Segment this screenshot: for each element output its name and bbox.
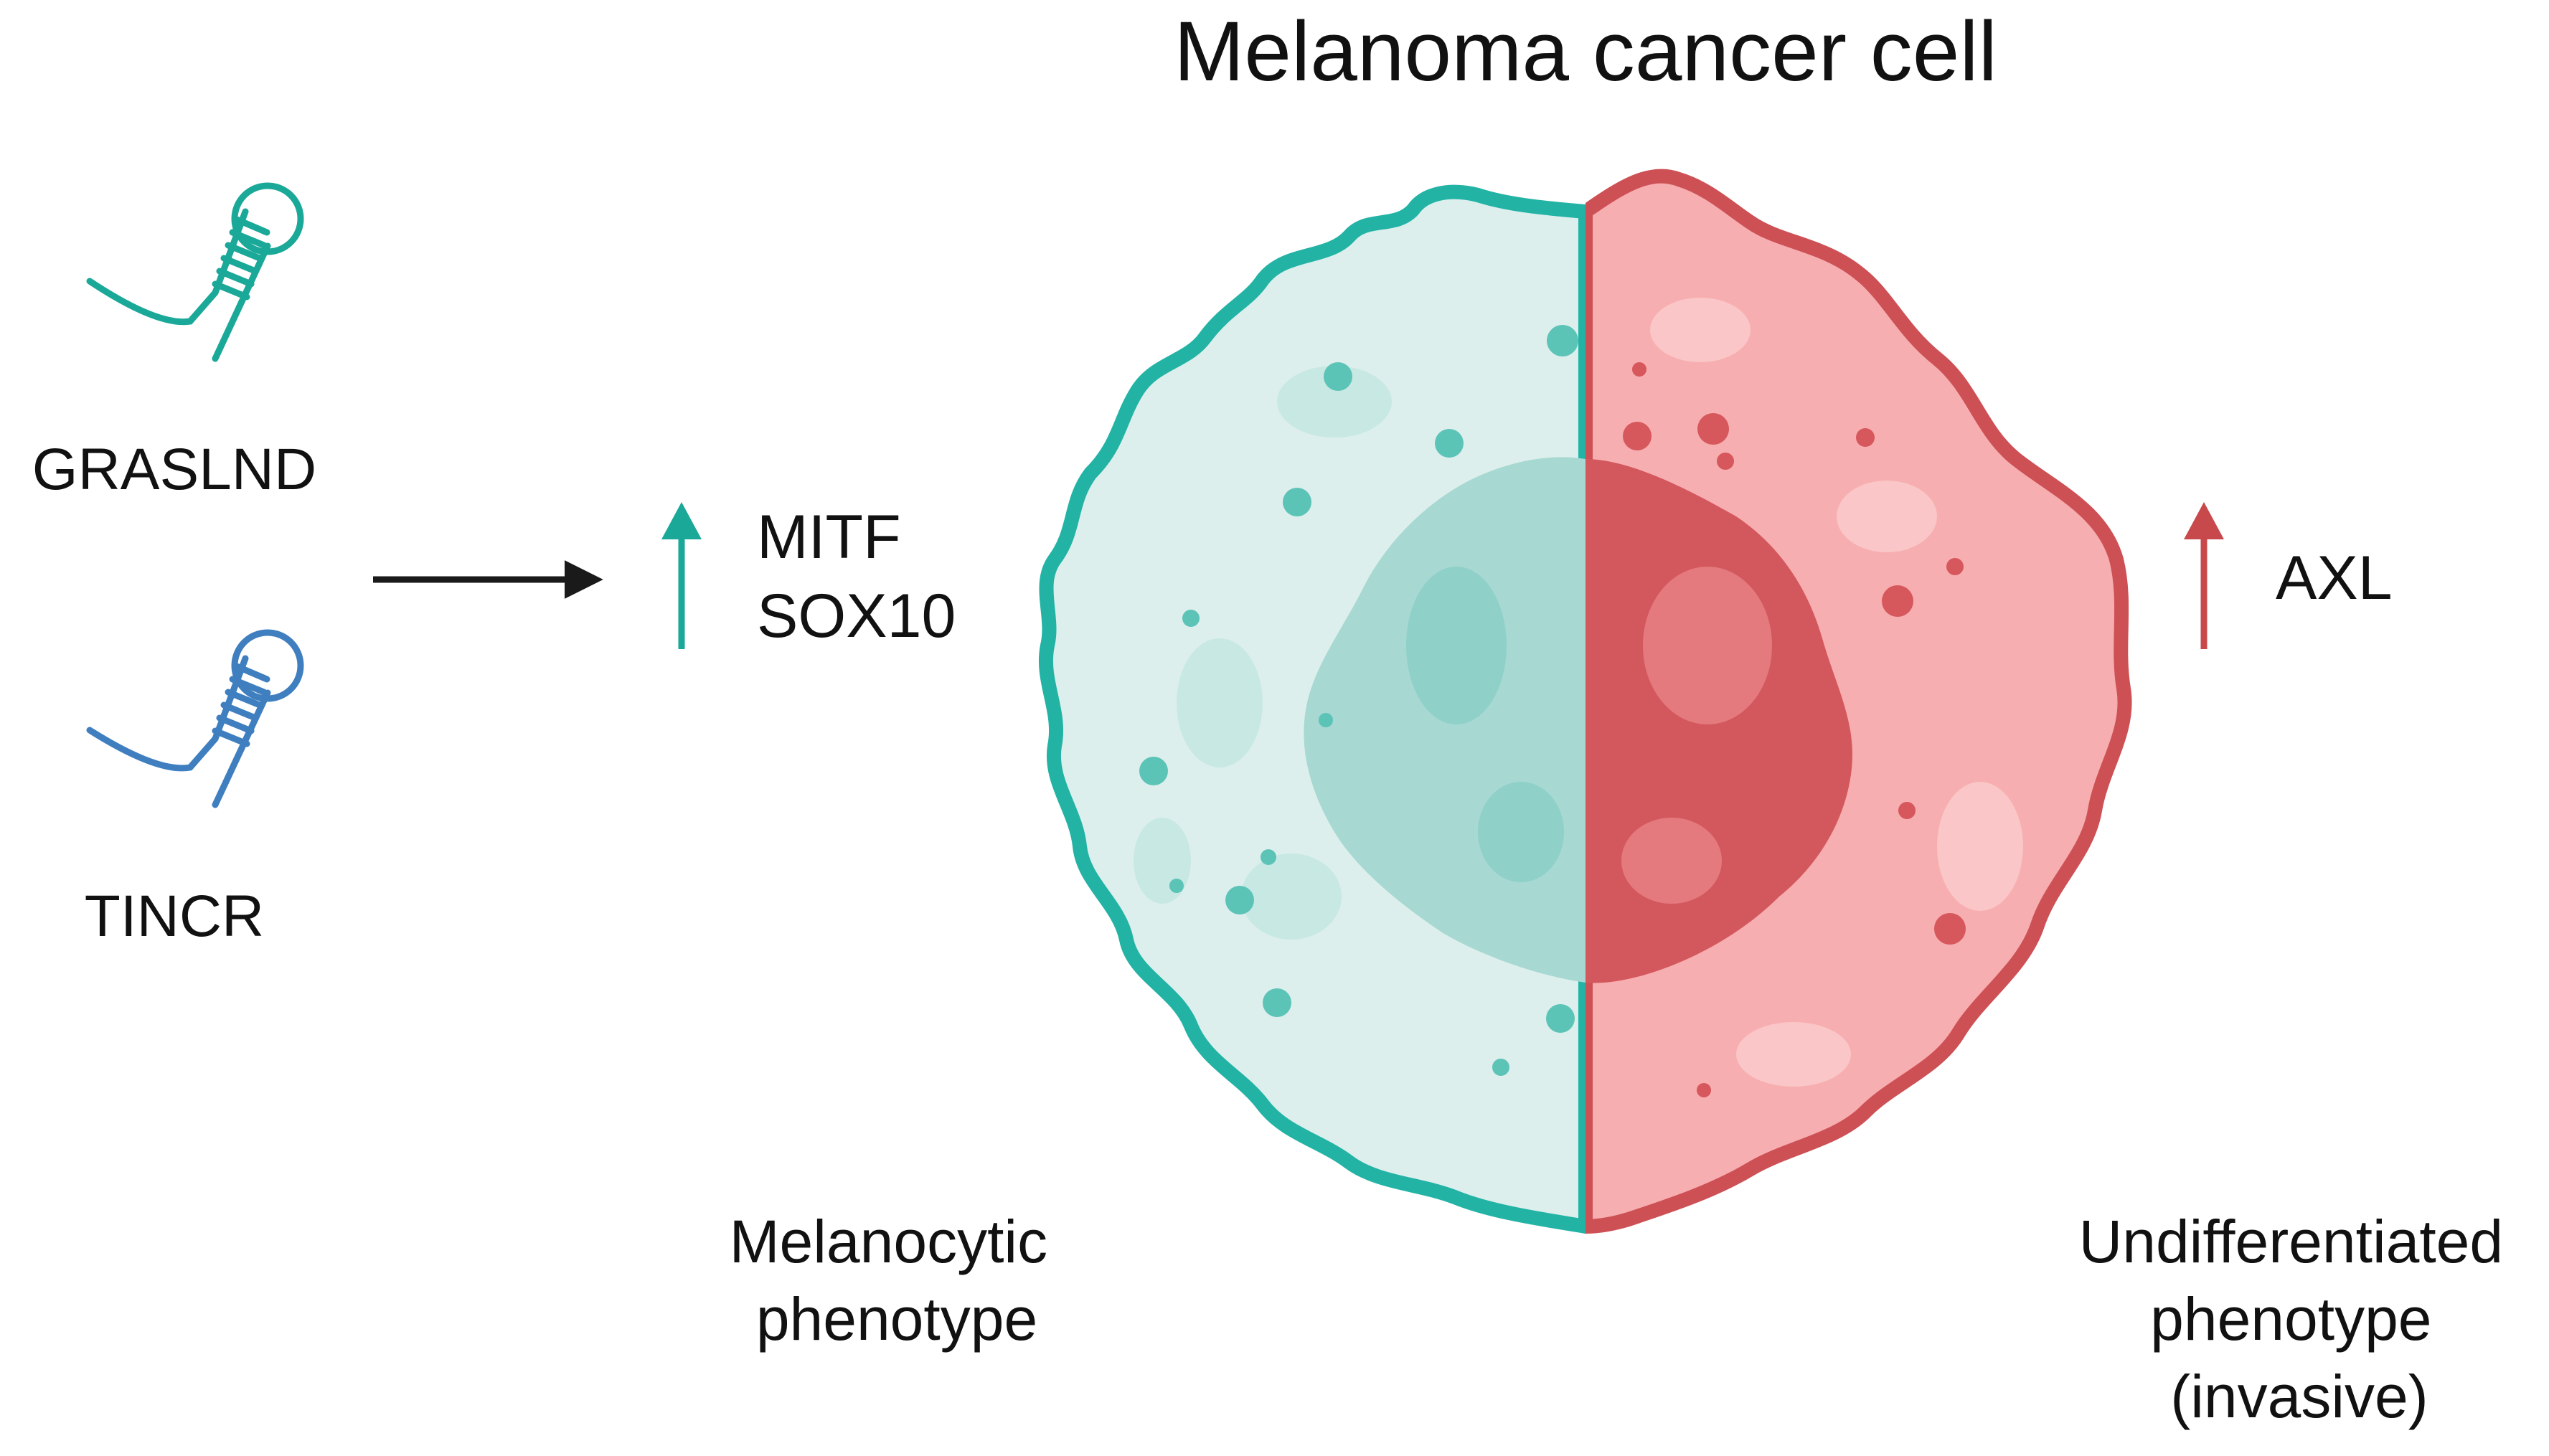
lncrna-label-graslnd: GRASLND <box>32 437 316 502</box>
marker-label-axl: AXL <box>2276 544 2393 613</box>
rna-hairpin-icon-tincr <box>86 629 304 808</box>
rna-hairpin-icon-graslnd <box>86 182 304 362</box>
phenotype-label-melanocytic: Melanocytic phenotype <box>730 1208 1065 1353</box>
upregulation-arrow-teal <box>661 502 702 649</box>
cell-undifferentiated-half <box>1586 169 2132 1234</box>
phenotype-label-undifferentiated: Undifferentiated phenotype (invasive) <box>2079 1208 2520 1430</box>
phenotype-melanocytic-line-1: Melanocytic <box>730 1208 1048 1275</box>
figure-title: Melanoma cancer cell <box>1174 4 1997 99</box>
lncrna-label-tincr: TINCR <box>85 884 265 949</box>
phenotype-undifferentiated-line-3: (invasive) <box>2170 1363 2428 1430</box>
marker-label-sox10: SOX10 <box>757 582 956 651</box>
cell-melanocytic-half <box>1038 184 1586 1234</box>
upregulation-arrow-red <box>2184 502 2224 649</box>
phenotype-undifferentiated-line-1: Undifferentiated <box>2079 1208 2504 1275</box>
phenotype-undifferentiated-line-2: phenotype <box>2150 1285 2431 1353</box>
phenotype-melanocytic-line-2: phenotype <box>756 1285 1037 1353</box>
marker-label-mitf: MITF <box>757 503 901 572</box>
